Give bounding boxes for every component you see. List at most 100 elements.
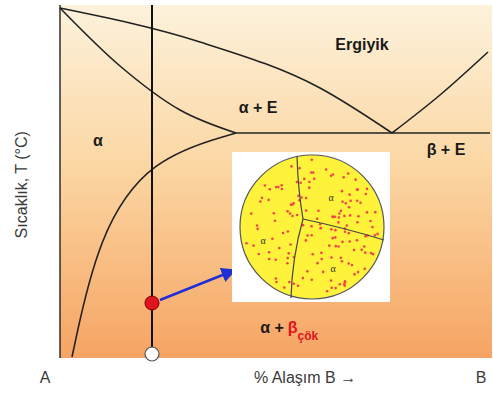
precipitate-dot bbox=[334, 245, 337, 248]
precipitate-dot bbox=[340, 257, 343, 260]
precipitate-dot bbox=[250, 212, 253, 215]
precipitates bbox=[245, 158, 379, 292]
precipitate-dot bbox=[356, 199, 359, 202]
grain-boundaries bbox=[291, 156, 384, 298]
phase-boundary bbox=[60, 8, 392, 133]
precipitate-dot bbox=[334, 287, 337, 290]
plot-ground bbox=[60, 5, 492, 358]
precipitate-dot bbox=[289, 212, 292, 215]
precipitate-dot bbox=[338, 283, 341, 286]
precipitate-dot bbox=[347, 262, 350, 265]
phase-label: β + E bbox=[427, 141, 466, 159]
precipitate-dot bbox=[297, 284, 300, 287]
precipitate-dot bbox=[287, 230, 290, 233]
precipitate-dot bbox=[343, 284, 346, 287]
composition-point bbox=[145, 347, 159, 361]
precipitate-dot bbox=[287, 252, 290, 255]
precipitate-dot bbox=[310, 171, 313, 174]
precipitate-dot bbox=[271, 237, 274, 240]
phase-label: α + bbox=[260, 319, 284, 337]
precipitate-dot bbox=[356, 221, 359, 224]
precipitate-dot bbox=[268, 251, 271, 254]
precipitate-dot bbox=[365, 193, 368, 196]
precipitate-dot bbox=[331, 237, 334, 240]
precipitate-dot bbox=[310, 158, 313, 161]
precipitate-dot bbox=[348, 206, 351, 209]
precipitate-dot bbox=[261, 197, 264, 200]
phase-lines bbox=[60, 8, 490, 357]
precipitate-dot bbox=[338, 212, 341, 215]
precipitate-dot bbox=[332, 216, 335, 219]
precipitate-dot bbox=[320, 258, 323, 261]
precipitate-dot bbox=[258, 253, 261, 256]
precipitate-dot bbox=[356, 188, 359, 191]
axis-end-label: A bbox=[40, 369, 51, 387]
grain-label: α bbox=[327, 192, 334, 203]
precipitate-dot bbox=[341, 260, 344, 263]
precipitate-dot bbox=[269, 188, 272, 191]
precipitate-dot bbox=[317, 209, 320, 212]
phase-boundary bbox=[236, 132, 490, 134]
precipitate-dot bbox=[341, 200, 344, 203]
precipitate-dot bbox=[280, 184, 283, 187]
precipitate-dot bbox=[366, 211, 369, 214]
precipitate-dot bbox=[345, 224, 348, 227]
precipitate-dot bbox=[341, 190, 344, 193]
precipitate-dot bbox=[286, 257, 289, 260]
precipitate-dot bbox=[277, 186, 280, 189]
precipitate-dot bbox=[306, 270, 309, 273]
precipitate-dot bbox=[273, 212, 276, 215]
pointer-arrow bbox=[160, 270, 235, 300]
precipitate-dot bbox=[267, 199, 270, 202]
precipitate-dot bbox=[259, 200, 262, 203]
precipitate-dot bbox=[357, 271, 360, 274]
precipitate-dot bbox=[275, 281, 278, 284]
precipitate-dot bbox=[320, 252, 323, 255]
precipitate-dot bbox=[330, 286, 333, 289]
precipitate-dot bbox=[347, 232, 350, 235]
precipitate-dot bbox=[356, 239, 359, 242]
precipitate-dot bbox=[356, 189, 359, 192]
precipitate-dot bbox=[331, 215, 334, 218]
phase-boundary bbox=[60, 8, 236, 133]
precipitate-dot bbox=[369, 220, 372, 223]
precipitate-dot bbox=[340, 210, 343, 213]
precipitate-dot bbox=[342, 176, 345, 179]
precipitate-dot bbox=[353, 249, 356, 252]
precipitate-dot bbox=[298, 167, 301, 170]
precipitate-dot bbox=[360, 249, 363, 252]
precipitate-dot bbox=[282, 232, 285, 235]
precipitate-dot bbox=[290, 203, 293, 206]
precipitate-dot bbox=[359, 202, 362, 205]
precipitate-dot bbox=[337, 221, 340, 224]
precipitate-dot bbox=[334, 236, 337, 239]
inset-ground bbox=[232, 152, 390, 302]
precipitate-dot bbox=[330, 256, 333, 259]
precipitate-dot bbox=[311, 253, 314, 256]
precipitate-dot bbox=[256, 224, 259, 227]
phase-subscript: çök bbox=[298, 330, 319, 343]
precipitate-dot bbox=[337, 245, 340, 248]
precipitate-dot bbox=[306, 234, 309, 237]
axis-title: % Alaşım B → bbox=[254, 369, 356, 387]
precipitate-dot bbox=[344, 281, 347, 284]
precipitate-dot bbox=[308, 186, 311, 189]
precipitate-dot bbox=[303, 178, 306, 181]
precipitate-dot bbox=[320, 227, 323, 230]
phase-label: α + E bbox=[239, 99, 278, 117]
precipitate-dot bbox=[256, 228, 259, 231]
microstructure-circle bbox=[240, 155, 384, 299]
precipitate-dot bbox=[299, 181, 302, 184]
precipitate-dot bbox=[354, 178, 357, 181]
precipitate-dot bbox=[332, 173, 335, 176]
precipitate-dot bbox=[363, 268, 366, 271]
precipitate-dot bbox=[353, 273, 356, 276]
precipitate-dot bbox=[316, 262, 319, 265]
precipitate-dot bbox=[293, 282, 296, 285]
phase-label: β bbox=[288, 319, 298, 337]
precipitate-dot bbox=[344, 230, 347, 233]
precipitate-dot bbox=[325, 168, 328, 171]
precipitate-dot bbox=[310, 234, 313, 237]
